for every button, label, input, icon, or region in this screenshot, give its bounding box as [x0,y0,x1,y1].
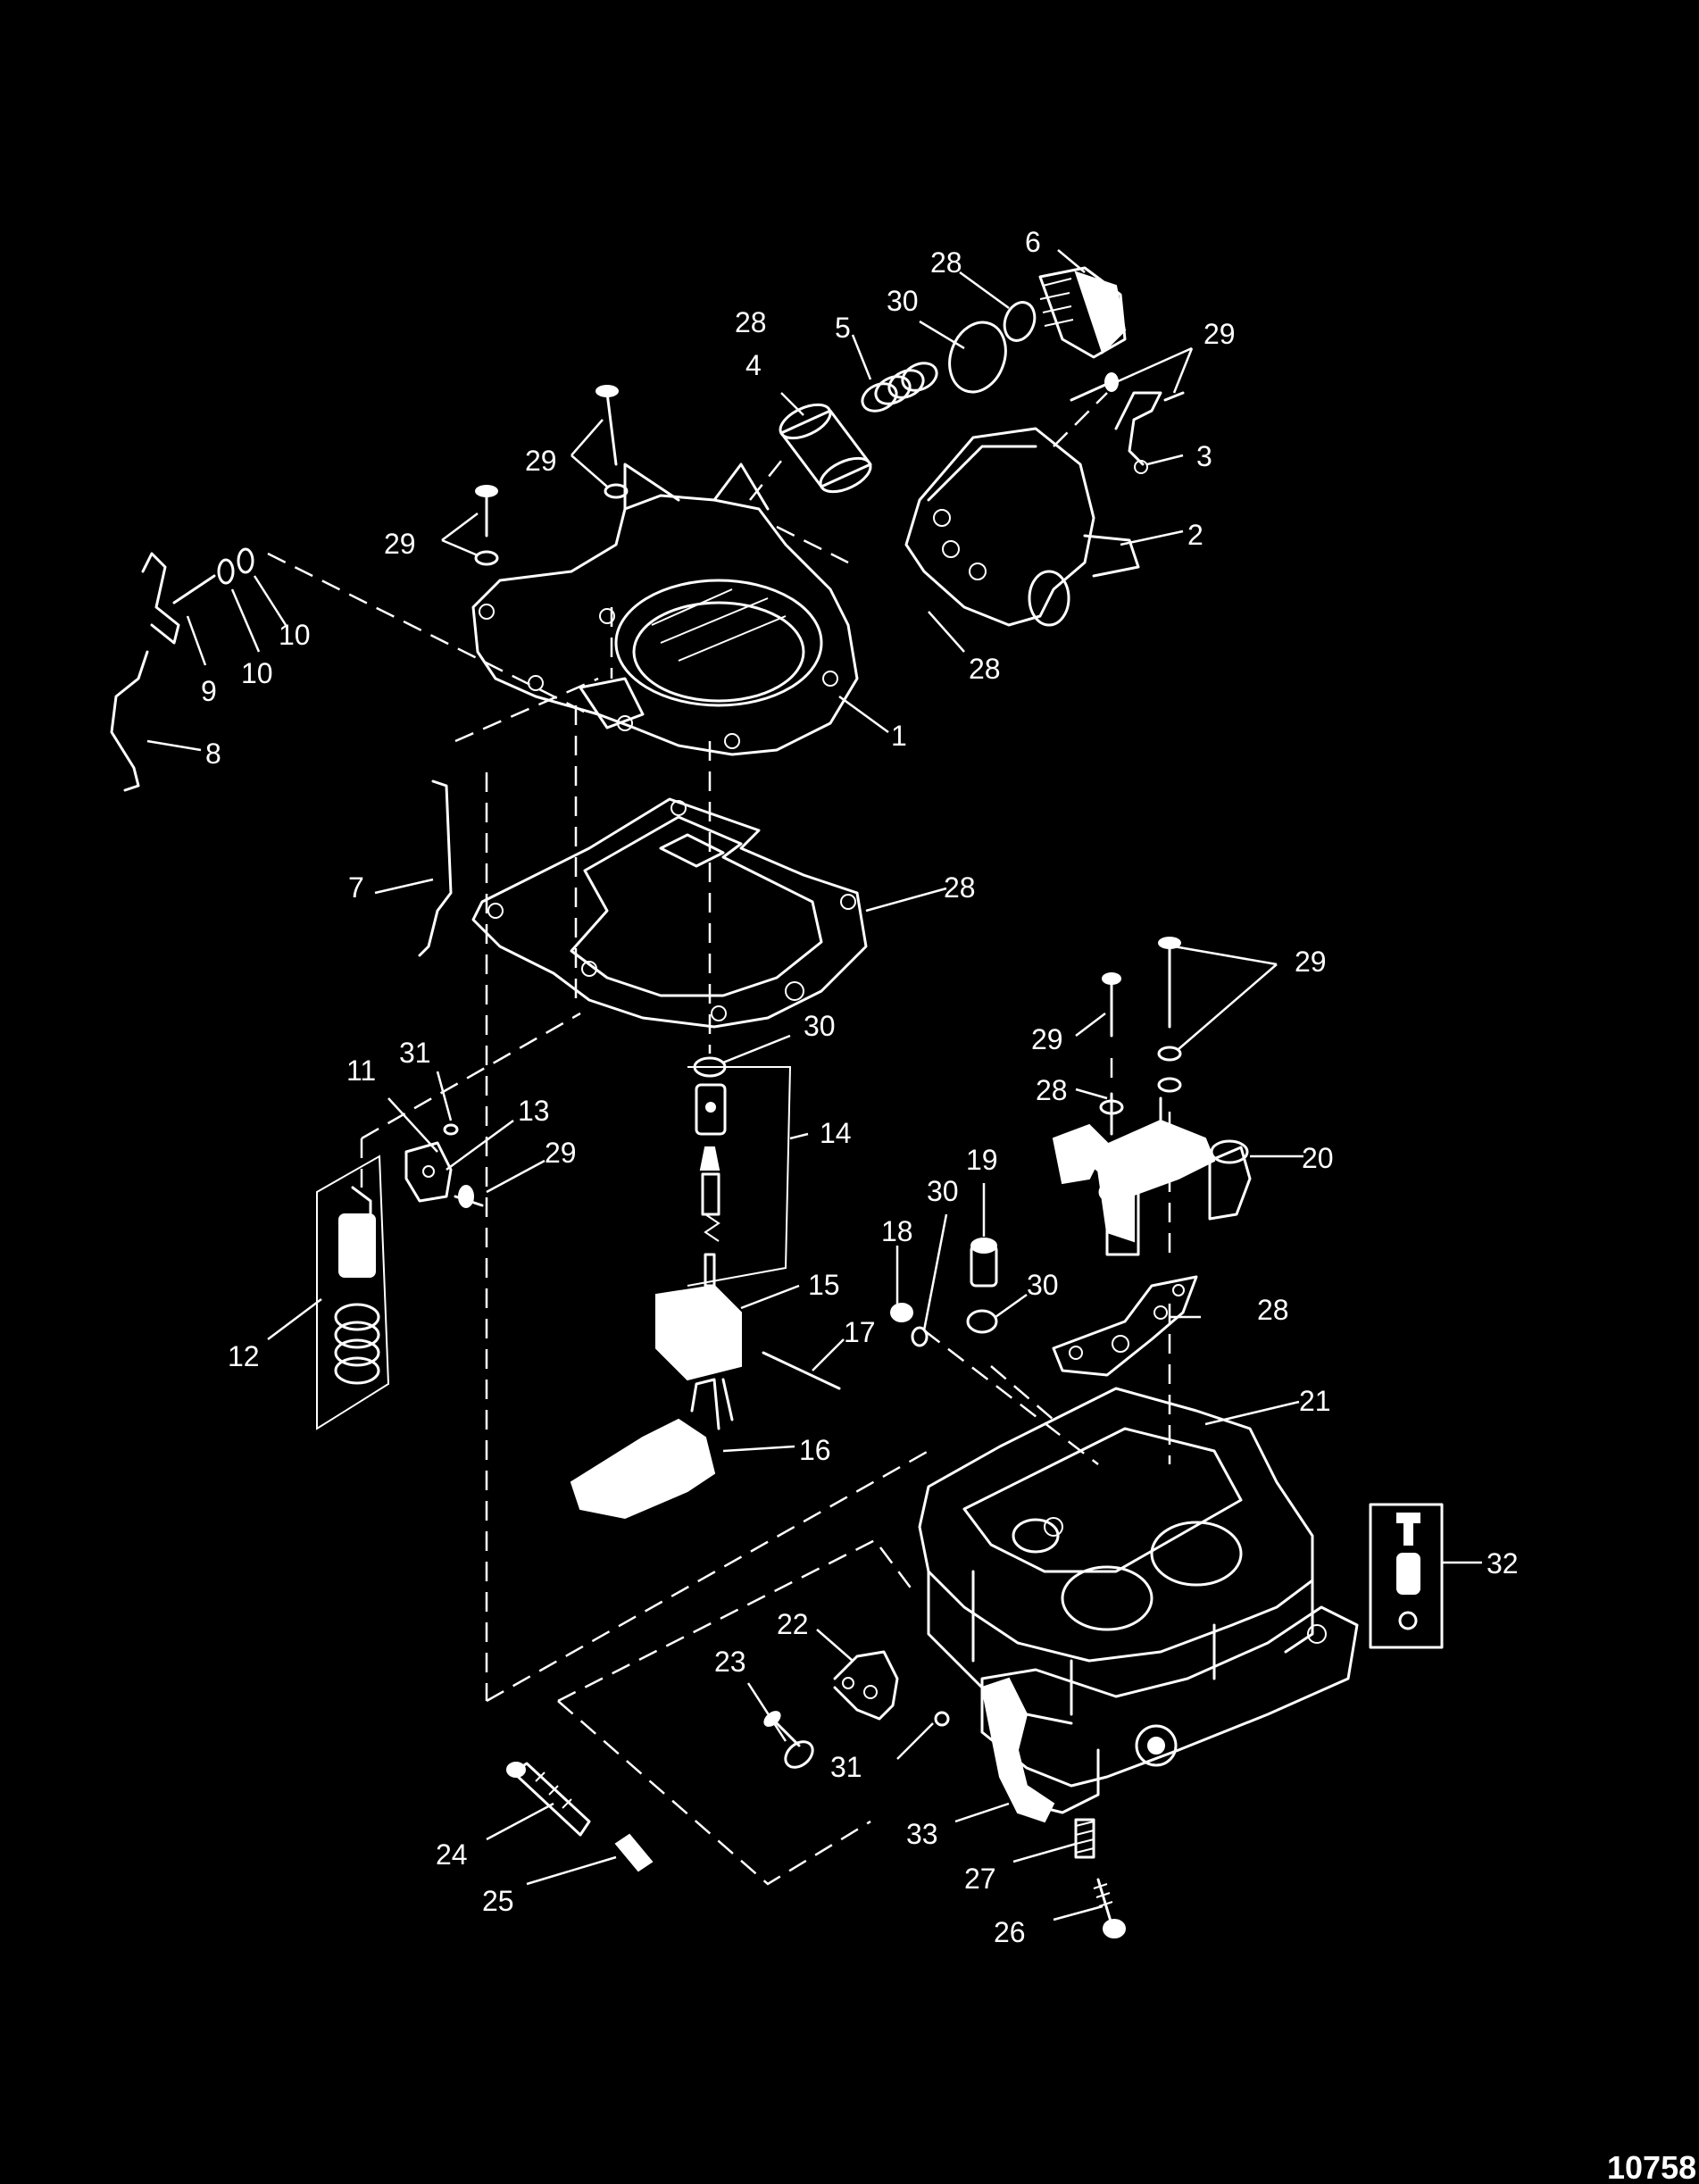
part-float-hinge [655,1284,742,1381]
part-bracket [1114,391,1162,474]
callout-28a: 28 [735,306,767,338]
callout-23: 23 [714,1646,746,1678]
callout-17: 17 [844,1316,876,1348]
callout-16: 16 [799,1434,831,1466]
part-float-bowl [918,1387,1359,1814]
part-pin-washers [141,547,254,645]
part-accelerator-pump [316,1155,390,1430]
callout-1: 1 [891,720,907,752]
callout-19: 19 [966,1144,998,1176]
callout-29f: 29 [1295,946,1327,978]
callout-31b: 31 [830,1751,862,1783]
part-pump-link [404,1123,484,1208]
part-kit-box [1369,1503,1444,1649]
callout-30c: 30 [927,1175,959,1207]
part-venturi-cluster [1052,1077,1252,1256]
callout-31a: 31 [399,1037,431,1069]
part-main-gasket [471,797,868,1029]
part-jets [890,1238,998,1347]
callout-6: 6 [1025,226,1041,258]
callout-4: 4 [745,349,762,381]
callout-28e: 28 [1036,1074,1068,1106]
callout-24: 24 [436,1838,468,1871]
part-filter [779,403,872,494]
callout-29b: 29 [525,445,557,477]
callout-labels: 1 2 3 4 5 6 7 8 9 10 10 11 12 13 14 15 1… [201,226,1519,1948]
callout-20: 20 [1302,1142,1334,1174]
callout-29a: 29 [1203,318,1236,350]
part-idle-screw [506,1762,591,1837]
callout-10a: 10 [241,657,273,689]
callout-26: 26 [994,1916,1026,1948]
callout-10b: 10 [279,619,311,651]
part-needle-seat [687,1056,792,1288]
part-hinge-pin [762,1351,841,1390]
callout-12: 12 [228,1340,260,1372]
callout-32: 32 [1487,1547,1519,1580]
callout-28f: 28 [1257,1294,1289,1326]
part-inlet-gaskets [948,301,1037,394]
callout-33: 33 [906,1818,938,1850]
callout-15: 15 [808,1269,840,1301]
callout-29e: 29 [1031,1023,1063,1055]
callout-9: 9 [201,675,217,707]
part-screws-right [1102,937,1182,1062]
part-fast-idle-cam [833,1650,899,1721]
part-spring-25 [614,1833,654,1872]
callout-7: 7 [348,871,364,904]
leader-lines [146,249,1482,1921]
callout-21: 21 [1299,1385,1331,1417]
part-air-horn [471,463,859,756]
callout-28d: 28 [944,871,976,904]
part-screws-top [474,372,1185,566]
callout-30b: 30 [804,1010,836,1042]
part-fuel-inlet-housing [904,427,1140,627]
callout-2: 2 [1187,519,1203,551]
part-rod-8 [110,650,149,792]
callout-22: 22 [777,1608,809,1640]
part-small-gasket [1052,1275,1198,1377]
callout-13: 13 [518,1095,550,1127]
callout-8: 8 [205,738,221,770]
callout-28b: 28 [930,246,962,279]
callout-25: 25 [482,1885,514,1917]
part-inlet-nut [1038,266,1127,359]
part-spring-27 [1074,1818,1095,1859]
callout-11: 11 [346,1054,376,1087]
callout-29c: 29 [384,528,416,560]
part-float [570,1378,734,1520]
callout-5: 5 [835,312,851,344]
callout-18: 18 [881,1215,913,1247]
callout-28c: 28 [969,653,1001,685]
callout-30d: 30 [1027,1269,1059,1301]
part-clip-31 [934,1711,950,1727]
callout-29d: 29 [545,1137,577,1169]
figure-id: 10758 [1607,2149,1696,2184]
part-rod-7 [418,779,453,957]
callout-3: 3 [1196,440,1212,472]
callout-14: 14 [820,1117,852,1149]
callout-30a: 30 [887,285,919,317]
callout-27: 27 [964,1863,996,1895]
part-throttle-arm [980,1677,1055,1823]
part-spring [861,362,938,413]
